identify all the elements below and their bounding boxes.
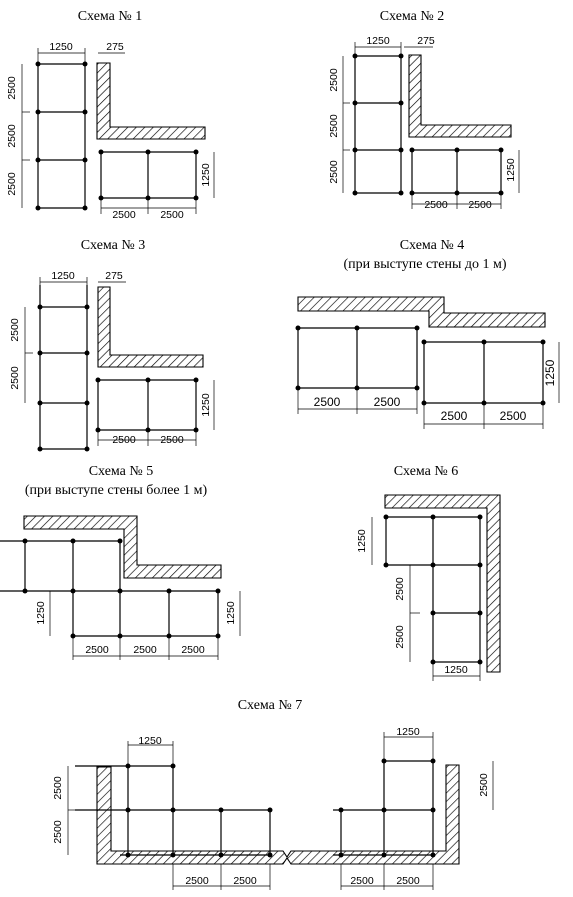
scheme-title: Схема № 3 — [81, 238, 146, 253]
scheme-title: Схема № 7 — [238, 698, 303, 713]
dim-left-1: 2500 — [6, 76, 18, 100]
scheme-7: Схема № 7 1250 2500 — [52, 698, 494, 890]
dim-bottom-1: 2500 — [112, 434, 136, 446]
support-points — [352, 53, 504, 196]
scheme-title: Схема № 2 — [380, 9, 445, 24]
dimension-lines — [371, 517, 481, 681]
dim-left-2: 2500 — [52, 820, 64, 844]
dim-left-3: 2500 — [328, 160, 340, 184]
dim-right: 1250 — [225, 601, 237, 625]
scheme-5: Схема № 5 (при выступе стены более 1 м) … — [0, 464, 241, 660]
dim-bottom-right-2: 2500 — [500, 409, 527, 423]
dim-bottom-1: 2500 — [424, 199, 448, 211]
dim-bottom-2: 2500 — [160, 434, 184, 446]
dim-left-top: 1250 — [138, 735, 162, 747]
support-points — [295, 325, 546, 406]
support-points — [125, 758, 436, 858]
wall — [96, 62, 206, 140]
scheme-1: Схема № 1 1250 275 2500 2500 2500 — [6, 9, 215, 221]
dim-bottom-left-2: 2500 — [374, 395, 401, 409]
dim-top: 1250 — [366, 35, 390, 47]
dim-bottom-1: 2500 — [112, 209, 136, 221]
dim-left-2: 2500 — [6, 124, 18, 148]
support-points — [383, 514, 483, 665]
dim-bottom-3: 2500 — [181, 644, 205, 656]
dim-right: 1250 — [505, 158, 517, 182]
dim-left-2: 2500 — [328, 114, 340, 138]
dim-wall-gap: 275 — [105, 270, 123, 282]
dim-wall-gap: 275 — [417, 35, 435, 47]
dimension-lines — [21, 48, 215, 214]
dim-bottom-left-1: 2500 — [314, 395, 341, 409]
dim-bottom-1: 2500 — [85, 644, 109, 656]
wall — [96, 764, 460, 865]
scheme-title: Схема № 4 — [400, 238, 465, 253]
dim-bottom-left-1: 2500 — [185, 875, 209, 887]
wall — [23, 515, 222, 579]
dimension-lines — [67, 732, 494, 890]
dim-left-3: 2500 — [6, 172, 18, 196]
scaffold-frame — [297, 327, 544, 404]
dim-right: 1250 — [200, 163, 212, 187]
dim-wall-gap: 275 — [106, 41, 124, 53]
dim-left-1: 2500 — [394, 577, 406, 601]
dimension-lines — [49, 591, 241, 660]
dim-left-2: 2500 — [9, 366, 21, 390]
scheme-title: Схема № 1 — [78, 9, 143, 24]
scaffold-frame — [0, 540, 219, 637]
scheme-6: Схема № 6 1250 2500 2500 1250 — [356, 464, 501, 681]
dim-top: 1250 — [49, 41, 73, 53]
dim-right: 1250 — [200, 393, 212, 417]
dimension-lines — [24, 277, 215, 446]
wall — [384, 494, 501, 673]
scheme-subtitle: (при выступе стены более 1 м) — [25, 483, 208, 498]
scheme-4: Схема № 4 (при выступе стены до 1 м) 250… — [295, 238, 560, 429]
dim-top: 1250 — [51, 270, 75, 282]
scheme-title: Схема № 6 — [394, 464, 459, 479]
wall — [97, 286, 204, 368]
dim-bottom-right-2: 2500 — [396, 875, 420, 887]
scheme-subtitle: (при выступе стены до 1 м) — [343, 257, 506, 272]
dim-right-top: 1250 — [396, 726, 420, 738]
dim-bottom-2: 2500 — [133, 644, 157, 656]
dim-bottom-2: 2500 — [160, 209, 184, 221]
support-points — [37, 304, 199, 452]
dim-bottom: 1250 — [444, 664, 468, 676]
dim-left-1: 2500 — [9, 318, 21, 342]
dim-right: 1250 — [543, 359, 557, 386]
dim-bottom-right-1: 2500 — [350, 875, 374, 887]
dimension-lines — [342, 42, 520, 209]
wall — [297, 296, 546, 328]
scheme-2: Схема № 2 1250 275 2500 2500 2500 — [328, 9, 520, 211]
dim-left-1: 2500 — [52, 776, 64, 800]
support-points — [22, 538, 221, 639]
wall — [408, 54, 512, 138]
dim-right: 2500 — [478, 773, 490, 797]
scheme-3: Схема № 3 1250 275 2500 2500 2500 — [9, 238, 215, 452]
dimension-lines — [297, 342, 560, 429]
dim-left: 1250 — [35, 601, 47, 625]
dim-bottom-right-1: 2500 — [441, 409, 468, 423]
dim-bottom-left-2: 2500 — [233, 875, 257, 887]
dim-left-1: 2500 — [328, 68, 340, 92]
dim-left-2: 2500 — [394, 625, 406, 649]
dim-left-top: 1250 — [356, 529, 368, 553]
scheme-title: Схема № 5 — [89, 464, 154, 479]
dim-bottom-2: 2500 — [468, 199, 492, 211]
